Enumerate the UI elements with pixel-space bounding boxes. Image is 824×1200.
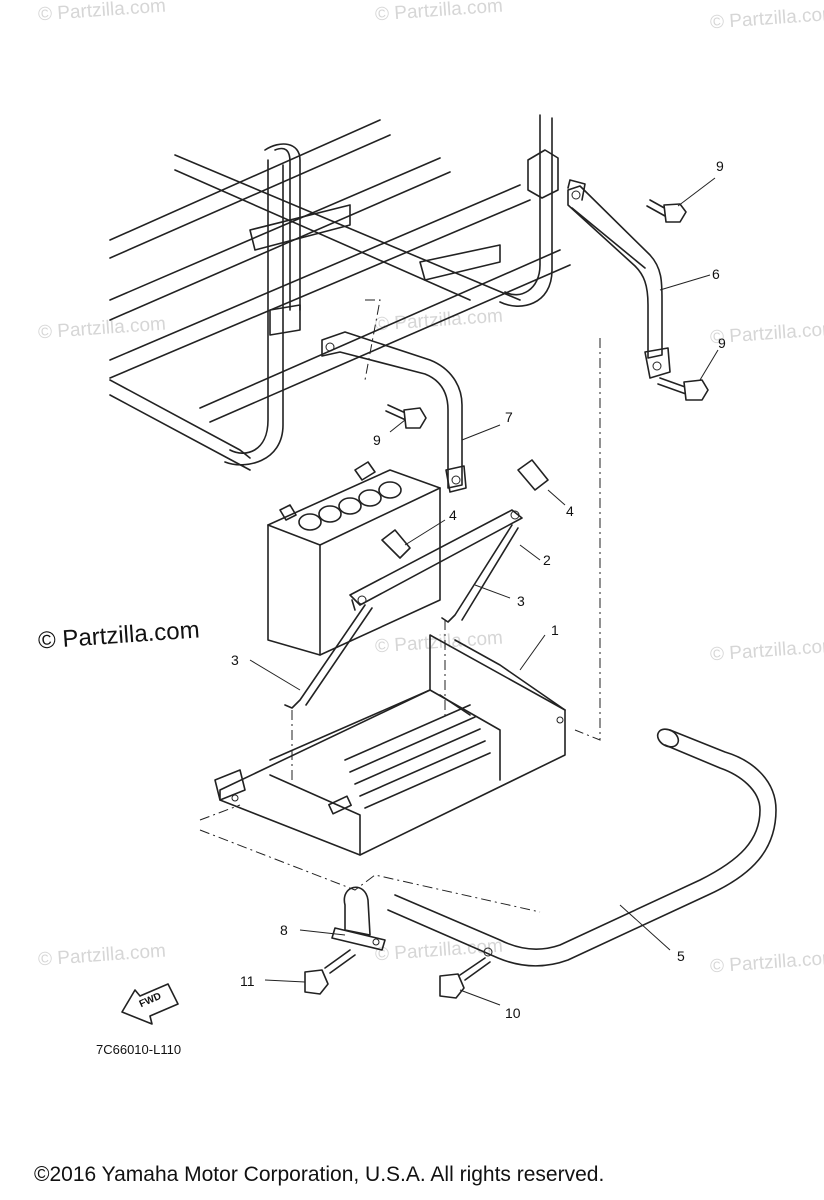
bolt-9-middle [657,377,709,401]
fwd-arrow-icon [121,983,179,1025]
rod-3-right [441,524,519,623]
assembly-lines [199,299,601,913]
callout-7: 7 [505,409,513,425]
leader-lines [249,177,719,1006]
stay-6 [567,179,671,379]
callout-9: 9 [716,158,724,174]
diagram-code: 7C66010-L110 [96,1042,182,1057]
callout-1: 1 [551,622,559,638]
callout-2: 2 [543,552,551,568]
callout-4: 4 [449,507,457,523]
rod-3-left [284,604,373,709]
callout-3: 3 [231,652,239,668]
clamp-8 [331,886,386,951]
battery-box-1 [214,634,566,856]
callout-3: 3 [517,593,525,609]
bolt-11 [304,949,356,995]
battery-band-2 [349,459,549,611]
callout-9: 9 [373,432,381,448]
bolt-9-left [385,404,427,429]
callout-10: 10 [505,1005,521,1021]
cargo-rack-frame [109,114,571,471]
copyright-notice: ©2016 Yamaha Motor Corporation, U.S.A. A… [34,1163,605,1186]
callout-6: 6 [712,266,720,282]
stay-7 [321,331,467,493]
callout-5: 5 [677,948,685,964]
callout-8: 8 [280,922,288,938]
bolt-9-upper [646,199,687,223]
bolt-10 [439,957,491,999]
battery [267,461,441,656]
guard-5 [387,728,777,967]
callout-4: 4 [566,503,574,519]
callout-11: 11 [240,973,255,989]
callout-9: 9 [718,335,726,351]
